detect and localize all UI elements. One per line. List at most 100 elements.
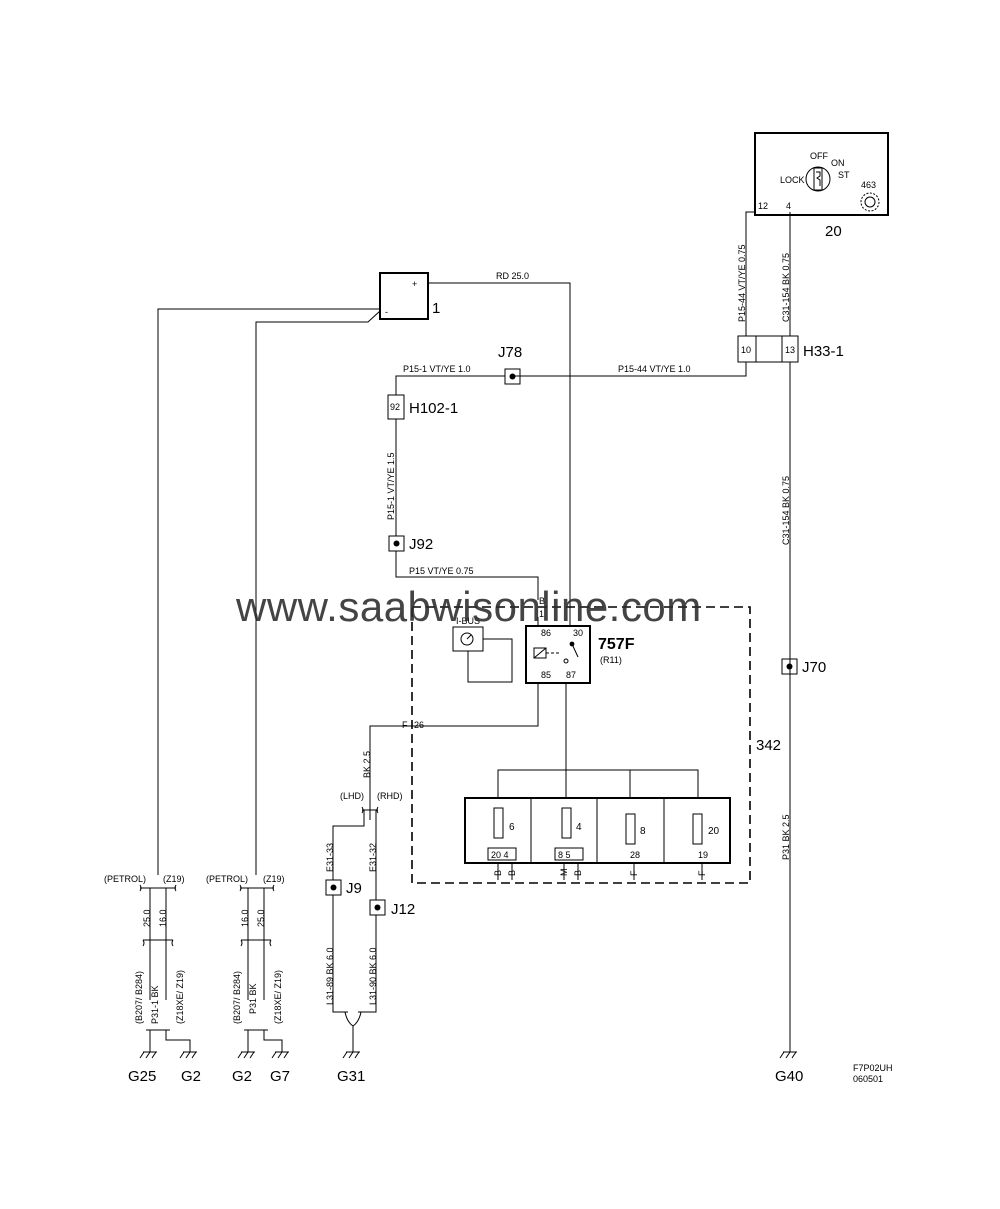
wire-neg-g25 bbox=[157, 308, 380, 875]
g2-right-label: G2 bbox=[232, 1068, 252, 1085]
fuse-4-num: 4 bbox=[576, 822, 582, 833]
connector-h102-1: 92 H102-1 bbox=[387, 394, 458, 420]
g2-val-1: 16.0 bbox=[240, 909, 250, 927]
lock-label: LOCK bbox=[780, 175, 805, 185]
label-e31-32: E31-32 bbox=[368, 843, 378, 872]
lhd-rhd-brackets bbox=[361, 806, 379, 814]
label-p31-2-5: P31 BK 2.5 bbox=[781, 814, 791, 860]
busbar bbox=[497, 769, 699, 800]
off-label: OFF bbox=[810, 151, 828, 161]
connector-h33-1: 10 13 H33-1 bbox=[737, 335, 844, 363]
ground-g2-left bbox=[179, 1048, 197, 1059]
ground-g2-right bbox=[237, 1048, 255, 1059]
h33-pin-13: 13 bbox=[785, 345, 795, 355]
h102-pin-92: 92 bbox=[390, 402, 400, 412]
relay-pin-85: 85 bbox=[541, 670, 551, 680]
g2-val-2: 25.0 bbox=[256, 909, 266, 927]
key-icon bbox=[805, 166, 831, 192]
label-lhd: (LHD) bbox=[340, 791, 364, 801]
relay-757f: 86 30 85 87 757F (R11) bbox=[525, 625, 635, 684]
fuse-block: 6 20 4 4 8 5 8 28 20 19 bbox=[464, 797, 731, 864]
g2-engine-a: (B207/ B284) bbox=[232, 971, 242, 1024]
fuse-4: 4 8 5 bbox=[554, 807, 584, 861]
label-c31-154-v: C31-154 BK 0.75 bbox=[781, 476, 791, 545]
switch-id: 20 bbox=[825, 223, 842, 240]
fuse-4-code-a: M bbox=[559, 869, 569, 877]
relay-sub: (R11) bbox=[600, 655, 622, 665]
ibus-module: I-BUS bbox=[452, 616, 513, 683]
fusebox-pin-b: B bbox=[539, 596, 545, 606]
g25-petrol: (PETROL) bbox=[104, 874, 146, 884]
fuse-6: 6 20 4 bbox=[487, 807, 517, 861]
fuse-4-pins: 8 5 bbox=[558, 850, 571, 860]
fuse-20-code: F bbox=[697, 870, 707, 876]
label-e31-33: E31-33 bbox=[325, 843, 335, 872]
g25-val-1: 25.0 bbox=[142, 909, 152, 927]
h33-pin-10: 10 bbox=[741, 345, 751, 355]
diagram-code: F7P02UH bbox=[853, 1063, 893, 1073]
wire-p15-44-h bbox=[515, 362, 747, 377]
wire-l31-90 bbox=[358, 915, 377, 1013]
battery-minus: - bbox=[385, 307, 388, 317]
gear-icon bbox=[860, 192, 880, 212]
g2-wire: P31 BK bbox=[248, 983, 258, 1014]
fuse-20-num: 20 bbox=[708, 826, 720, 837]
ground-g40: G40 bbox=[775, 1048, 803, 1085]
g7-label: G7 bbox=[270, 1068, 290, 1085]
label-p15: P15 VT/YE 0.75 bbox=[409, 566, 474, 576]
g25-engine-b: (Z18XE/ Z19) bbox=[175, 970, 185, 1024]
label-p15-44-top: P15-44 VT/YE 0.75 bbox=[737, 244, 747, 322]
g25-wire: P31-1 BK bbox=[150, 985, 160, 1024]
splice-j9: J9 bbox=[325, 879, 362, 897]
splice-j78: J78 bbox=[498, 344, 522, 385]
fuse-20: 20 19 bbox=[692, 813, 720, 860]
relay-id: 757F bbox=[598, 636, 635, 653]
fuse-8-code: F bbox=[629, 870, 639, 876]
wire-e31-33 bbox=[332, 810, 365, 880]
g2-petrol: (PETROL) bbox=[206, 874, 248, 884]
on-label: ON bbox=[831, 158, 845, 168]
wire-f26 bbox=[369, 683, 539, 820]
relay-pin-86: 86 bbox=[541, 628, 551, 638]
watermark: www.saabwisonline.com bbox=[235, 583, 702, 630]
label-rd: RD 25.0 bbox=[496, 271, 529, 281]
wire-p15-44-top bbox=[745, 211, 755, 336]
splice-j70: J70 bbox=[781, 658, 826, 676]
fusebox-pin-26: 26 bbox=[414, 720, 424, 730]
battery: + - 1 bbox=[379, 272, 440, 320]
clock-icon bbox=[460, 632, 474, 646]
battery-plus: + bbox=[412, 279, 417, 289]
switch-pin-4: 4 bbox=[786, 201, 791, 211]
ground-g7 bbox=[271, 1048, 289, 1059]
fuse-6-code-b: B bbox=[507, 870, 517, 876]
fuse-6-pins: 20 4 bbox=[491, 850, 509, 860]
ibus-label: I-BUS bbox=[456, 616, 480, 626]
fuse-stubs bbox=[497, 863, 703, 880]
j78-label: J78 bbox=[498, 344, 522, 361]
battery-id: 1 bbox=[432, 300, 440, 317]
ground-group-g2: (PETROL) (Z19) 16.0 25.0 P31 BK (B207/ B… bbox=[206, 874, 290, 1085]
g25-val-2: 16.0 bbox=[158, 909, 168, 927]
label-p15-44-h: P15-44 VT/YE 1.0 bbox=[618, 364, 691, 374]
splice-j92: J92 bbox=[388, 535, 433, 553]
splice-j12: J12 bbox=[369, 899, 415, 918]
wire-rd-25 bbox=[428, 282, 571, 600]
fuse-6-code-a: B bbox=[493, 870, 503, 876]
fusebox-id: 342 bbox=[756, 737, 781, 754]
h33-id: H33-1 bbox=[803, 343, 844, 360]
fusebox-pin-1: 1 bbox=[539, 609, 544, 619]
label-bk-25: BK 2.5 bbox=[362, 751, 372, 778]
fuse-8-num: 8 bbox=[640, 826, 646, 837]
switch-code: 463 bbox=[861, 180, 876, 190]
h102-id: H102-1 bbox=[409, 400, 458, 417]
st-label: ST bbox=[838, 170, 850, 180]
fusebox-342 bbox=[411, 606, 751, 884]
fuse-8-pins: 28 bbox=[630, 850, 640, 860]
g25-label: G25 bbox=[128, 1068, 156, 1085]
j70-label: J70 bbox=[802, 659, 826, 676]
g31-merge bbox=[344, 1011, 362, 1027]
label-p15-1-h: P15-1 VT/YE 1.0 bbox=[403, 364, 471, 374]
g2-z19: (Z19) bbox=[263, 874, 285, 884]
fuse-4-code-b: B bbox=[573, 870, 583, 876]
